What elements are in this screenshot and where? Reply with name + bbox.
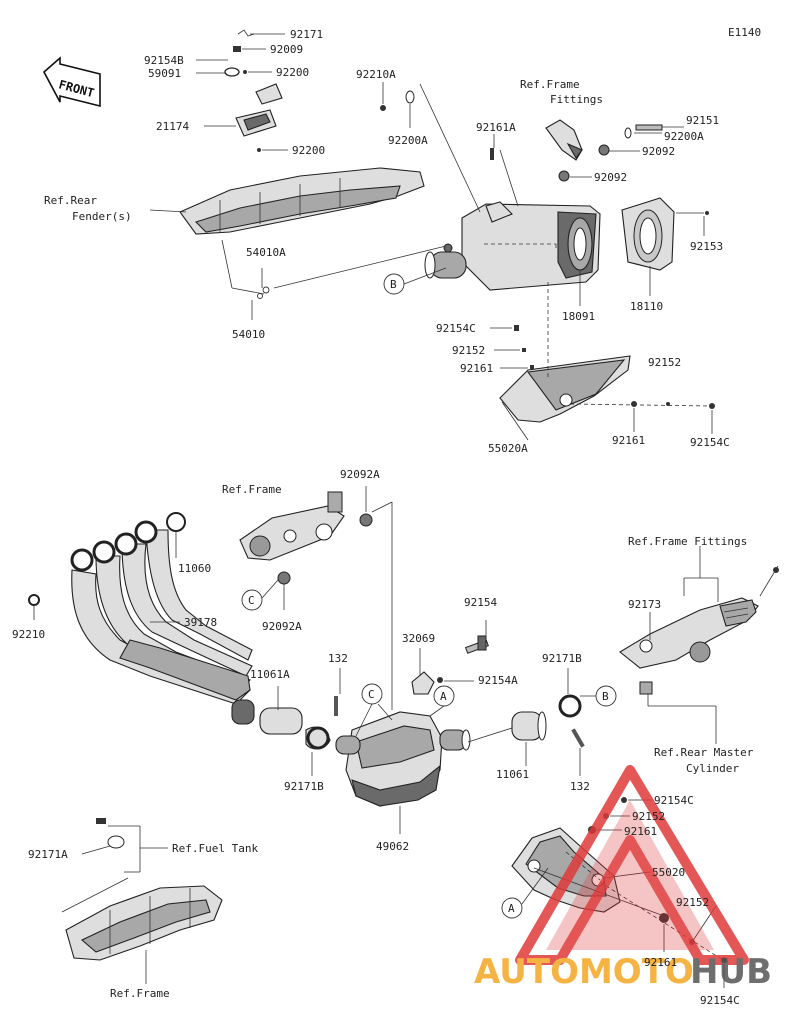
ref-frame-fittings-right: Ref.Frame Fittings	[628, 535, 747, 548]
leader-lines-middle-left	[33, 486, 393, 776]
connector-c-center	[361, 683, 383, 705]
callout-92153: 92153	[690, 240, 723, 253]
connector-a-bottom-label: A	[508, 902, 515, 915]
callout-92154c-right: 92154C	[690, 436, 730, 449]
callout-21174: 21174	[156, 120, 189, 133]
callout-92161-top: 92161	[460, 362, 493, 375]
callout-92154: 92154	[464, 596, 497, 609]
callout-92092a-top: 92092A	[340, 468, 380, 481]
silencer-assembly	[424, 197, 675, 423]
ref-rear-master-line2: Cylinder	[686, 762, 739, 775]
callout-92200a-left: 92200A	[388, 134, 428, 147]
callout-92161-bot: 92161	[644, 956, 677, 969]
callout-11061: 11061	[496, 768, 529, 781]
callout-54010a: 54010A	[246, 246, 286, 259]
watermark-triangle-icon	[515, 765, 749, 965]
callout-92092a-bot: 92092A	[262, 620, 302, 633]
callout-92154b: 92154B	[144, 54, 184, 67]
ref-rear-master-line1: Ref.Rear Master	[654, 746, 754, 759]
callout-92171b-right: 92171B	[542, 652, 582, 665]
callout-92152-right: 92152	[648, 356, 681, 369]
callout-92161a: 92161A	[476, 121, 516, 134]
callout-92154a: 92154A	[478, 674, 518, 687]
pre-chamber-assembly	[306, 635, 489, 807]
connector-a-center-label: A	[440, 690, 447, 703]
front-arrow-icon: FRONT	[42, 56, 101, 108]
watermark-text-automoto: AUTOMOTO	[474, 952, 694, 992]
exhaust-header-assembly	[28, 512, 331, 750]
callout-92151: 92151	[686, 114, 719, 127]
callout-11060: 11060	[178, 562, 211, 575]
connector-c-center-label: C	[368, 688, 375, 701]
callout-92200-top: 92200	[276, 66, 309, 79]
watermark-text-hub: HUB	[690, 952, 772, 992]
ref-rear-fender-line1: Ref.Rear	[44, 194, 97, 207]
callout-92152-low: 92152	[632, 810, 665, 823]
connector-b-right-label: B	[602, 690, 609, 703]
frame-bracket-mid	[239, 491, 373, 585]
bracket-hardware	[224, 29, 261, 152]
rear-fender-assembly	[179, 83, 425, 299]
rear-master-bracket	[619, 567, 779, 695]
connector-a-bottom	[501, 897, 523, 919]
joint-clamp-assembly	[511, 694, 585, 748]
callout-92152-bot: 92152	[676, 896, 709, 909]
callout-39178: 39178	[184, 616, 217, 629]
silencer-hardware	[380, 90, 715, 409]
callout-54010: 54010	[232, 328, 265, 341]
callout-92210: 92210	[12, 628, 45, 641]
callout-132-bot: 132	[570, 780, 590, 793]
connector-b-right	[595, 685, 617, 707]
callout-92152-top: 92152	[452, 344, 485, 357]
leader-lines-right	[647, 546, 779, 744]
connector-a-center	[433, 685, 455, 707]
callout-92171a: 92171A	[28, 848, 68, 861]
callout-55020: 55020	[652, 866, 685, 879]
callout-92009: 92009	[270, 43, 303, 56]
leader-lines-bottom-left	[81, 825, 168, 984]
leader-lines-center	[339, 620, 513, 834]
callout-132-top: 132	[328, 652, 348, 665]
leader-lines-top-right	[273, 82, 713, 441]
callout-92173: 92173	[628, 598, 661, 611]
callout-92200a-right: 92200A	[664, 130, 704, 143]
connector-c-left	[241, 589, 263, 611]
callout-55020a: 55020A	[488, 442, 528, 455]
callout-92171b-left: 92171B	[284, 780, 324, 793]
diagram-code: E1140	[728, 26, 761, 39]
connector-b-top	[383, 273, 405, 295]
callout-32069: 32069	[402, 632, 435, 645]
ref-frame-bottom: Ref.Frame	[110, 987, 170, 1000]
callout-92092-a: 92092	[642, 145, 675, 158]
callout-59091: 59091	[148, 67, 181, 80]
connector-c-left-label: C	[248, 594, 255, 607]
leader-lines-right-center	[525, 668, 598, 776]
ref-frame-mid: Ref.Frame	[222, 483, 282, 496]
callout-92200-mid: 92200	[292, 144, 325, 157]
callout-92154c-bot: 92154C	[700, 994, 740, 1007]
callout-92092-b: 92092	[594, 171, 627, 184]
callout-92171: 92171	[290, 28, 323, 41]
automotohub-watermark: AUTOMOTO HUB	[474, 765, 772, 992]
connector-b-top-label: B	[390, 278, 397, 291]
callout-92161-low: 92161	[624, 825, 657, 838]
callout-92210a: 92210A	[356, 68, 396, 81]
ref-rear-fender-line2: Fender(s)	[72, 210, 132, 223]
fuel-tank-frame-bracket	[61, 818, 223, 961]
callout-92154c-top: 92154C	[436, 322, 476, 335]
callout-11061a: 11061A	[250, 668, 290, 681]
callout-49062: 49062	[376, 840, 409, 853]
ref-frame-fittings-top-line1: Ref.Frame	[520, 78, 580, 91]
ref-fuel-tank: Ref.Fuel Tank	[172, 842, 258, 855]
callout-18091: 18091	[562, 310, 595, 323]
callout-92161-right: 92161	[612, 434, 645, 447]
ref-frame-fittings-top-line2: Fittings	[550, 93, 603, 106]
callout-18110: 18110	[630, 300, 663, 313]
leader-lines-top-left	[149, 33, 288, 320]
callout-92154c-low: 92154C	[654, 794, 694, 807]
